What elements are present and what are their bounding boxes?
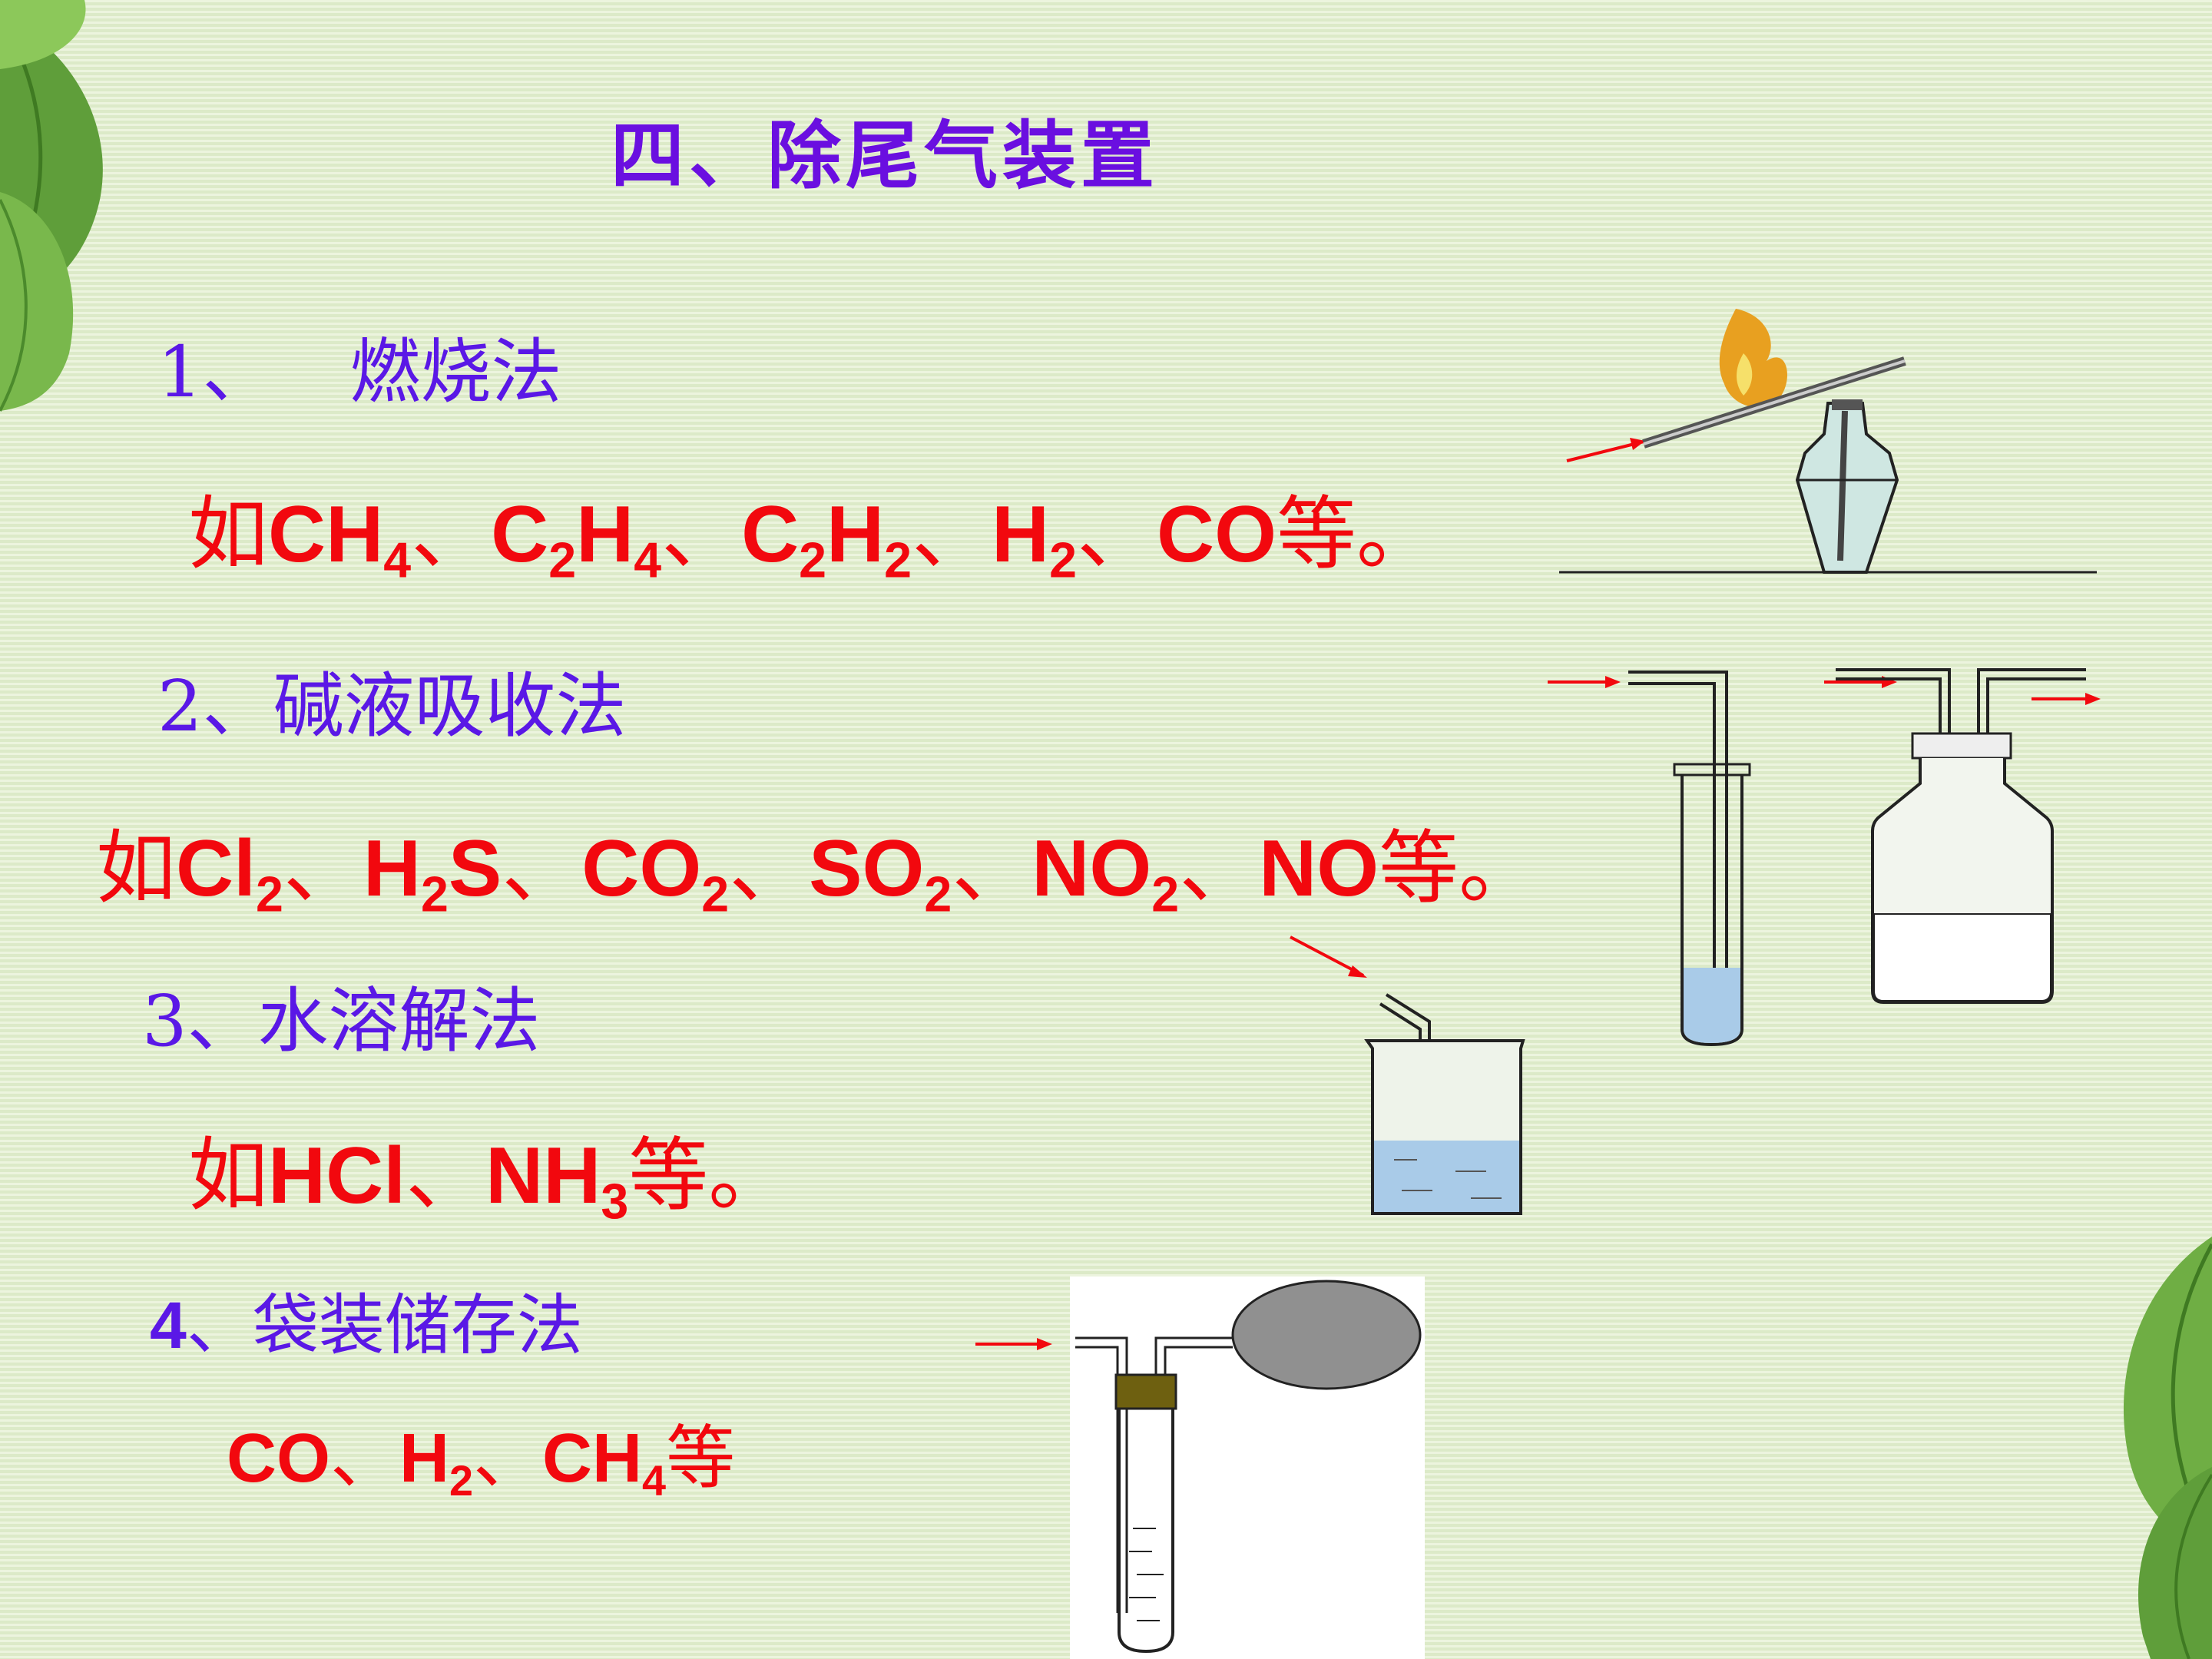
- method-4-name: 、袋装储存法: [186, 1287, 583, 1364]
- separator: 、: [283, 821, 363, 915]
- method-2-prefix: 如: [96, 821, 177, 915]
- method-2-suffix: 等。: [1379, 821, 1539, 915]
- separator: 、: [912, 487, 992, 581]
- formula: CO: [1157, 490, 1277, 579]
- formula: NH3: [485, 1131, 629, 1230]
- separator: 、: [1179, 821, 1260, 915]
- separator: 、: [330, 1418, 399, 1498]
- formula: CH4: [268, 490, 412, 588]
- separator: 、: [473, 1418, 543, 1498]
- formula: SO2: [809, 824, 952, 922]
- formula: NO2: [1031, 824, 1180, 922]
- separator: 、: [952, 821, 1032, 915]
- method-1-prefix: 如: [188, 487, 269, 581]
- method-4-number: 4: [150, 1289, 187, 1363]
- leaf-decoration-top-left: [0, 0, 131, 415]
- method-2-examples: 如Cl2、H2S、CO2、SO2、NO2、NO等。: [96, 803, 1538, 923]
- method-2-name: 碱液吸收法: [273, 665, 627, 747]
- method-3-name: 水溶解法: [257, 980, 541, 1062]
- separator: 、: [406, 1128, 486, 1222]
- gas-bag-apparatus: [972, 1275, 1432, 1659]
- method-3-number: 3、: [142, 980, 258, 1062]
- formula: H2S: [363, 824, 502, 922]
- separator: 、: [411, 487, 492, 581]
- page-title: 四、除尾气装置: [611, 113, 1159, 199]
- method-2-number: 2、: [157, 665, 273, 747]
- formula: NO: [1259, 824, 1379, 913]
- method-3-suffix: 等。: [628, 1128, 789, 1222]
- method-2-heading: 2、碱液吸收法: [157, 649, 627, 751]
- method-4-suffix: 等: [666, 1418, 736, 1498]
- alcohol-lamp-apparatus: [1559, 300, 2097, 584]
- leaf-decoration-bottom-right: [2081, 1237, 2212, 1659]
- method-1-name: 燃烧法: [349, 331, 562, 413]
- formula: C2H4: [491, 490, 662, 588]
- formula: H2: [399, 1420, 474, 1505]
- separator: 、: [502, 821, 582, 915]
- separator: 、: [1076, 487, 1157, 581]
- formula: HCl: [268, 1131, 406, 1220]
- method-1-suffix: 等。: [1277, 487, 1437, 581]
- beaker-funnel-apparatus: [1286, 933, 1540, 1225]
- method-1-number: 1、: [157, 331, 273, 413]
- formula: C2H2: [741, 490, 912, 588]
- gas-washing-bottle-apparatus: [1820, 661, 2112, 1014]
- formula: H2: [992, 490, 1077, 588]
- formula: CO: [227, 1420, 330, 1497]
- method-3-heading: 3、水溶解法: [142, 964, 541, 1066]
- formula: Cl2: [176, 824, 283, 922]
- method-3-prefix: 如: [188, 1128, 269, 1222]
- method-4-examples: CO、H2、CH4等: [227, 1402, 735, 1505]
- method-1-examples: 如CH4、C2H4、C2H2、H2、CO等。: [188, 469, 1436, 589]
- separator: 、: [661, 487, 742, 581]
- formula: CH4: [542, 1420, 667, 1505]
- separator: 、: [729, 821, 810, 915]
- method-1-heading: 1、燃烧法: [157, 315, 562, 417]
- formula: CO2: [581, 824, 730, 922]
- method-3-examples: 如HCl、NH3等。: [188, 1110, 788, 1230]
- test-tube-absorption-apparatus: [1544, 661, 1759, 1052]
- method-4-heading: 4、袋装储存法: [150, 1271, 583, 1367]
